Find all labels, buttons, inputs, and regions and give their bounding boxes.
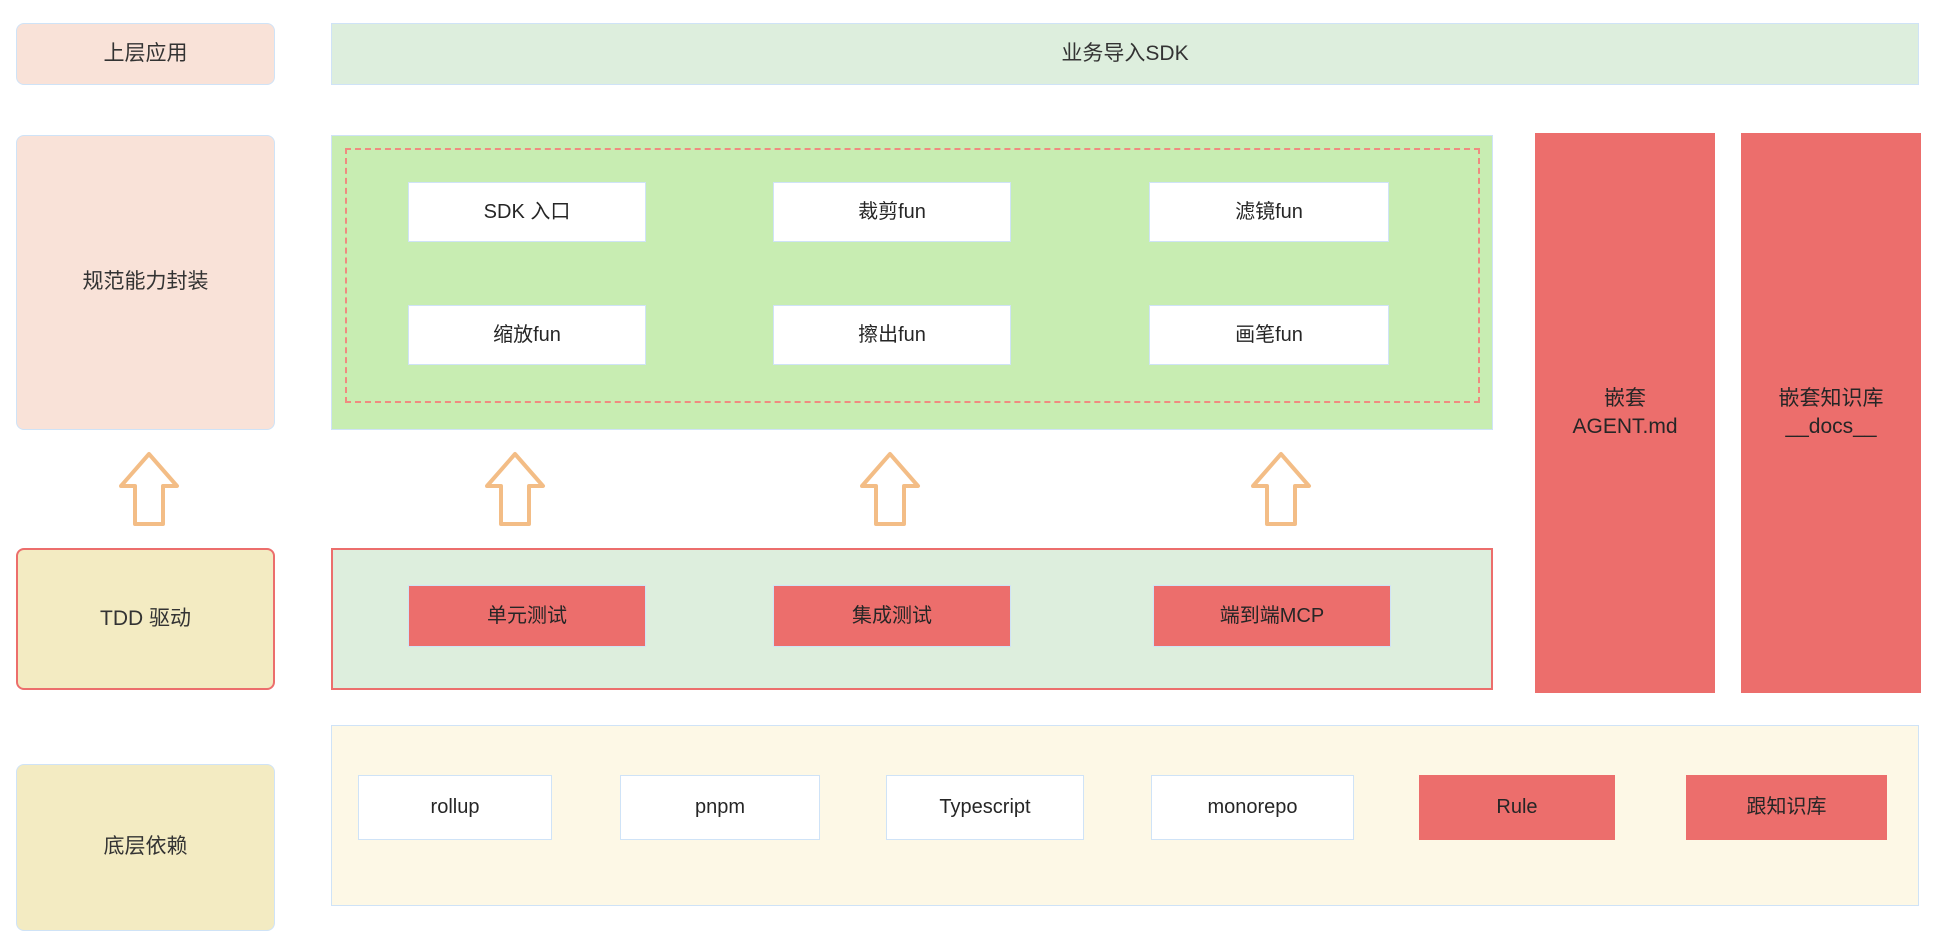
- test-box-unit-test[interactable]: 单元测试: [408, 585, 646, 647]
- dependency-box-pnpm-label: pnpm: [694, 796, 746, 818]
- function-box-filter[interactable]: 滤镜fun: [1149, 182, 1389, 242]
- layer-label-tdd-text: TDD 驱动: [100, 606, 191, 630]
- layer-label-tdd: TDD 驱动: [16, 548, 275, 690]
- function-box-erase-label: 擦出fun: [858, 323, 926, 346]
- layer-label-capability-text: 规范能力封装: [82, 270, 209, 294]
- side-panel-nested-agent-md-label: 嵌套 AGENT.md: [1572, 386, 1678, 438]
- layer-label-upper-app: 上层应用: [16, 23, 275, 85]
- dependency-box-typescript-label: Typescript: [939, 796, 1031, 818]
- test-box-integration-test[interactable]: 集成测试: [773, 585, 1011, 647]
- dependency-panel: [331, 725, 1919, 906]
- dependency-box-monorepo[interactable]: monorepo: [1151, 775, 1354, 840]
- top-banner-business-sdk: 业务导入SDK: [331, 23, 1919, 85]
- arrow-up-icon-layer-link: [118, 451, 180, 527]
- test-box-integration-test-label: 集成测试: [852, 604, 932, 627]
- dependency-box-rollup[interactable]: rollup: [358, 775, 552, 840]
- side-panel-nested-docs: 嵌套知识库 __docs__: [1741, 133, 1921, 693]
- test-box-e2e-mcp-label: 端到端MCP: [1219, 604, 1325, 627]
- function-box-sdk-entry-label: SDK 入口: [483, 200, 571, 223]
- arrow-up-icon-test-to-crop: [859, 451, 921, 527]
- side-panel-nested-agent-md: 嵌套 AGENT.md: [1535, 133, 1715, 693]
- dependency-box-knowledge-base[interactable]: 跟知识库: [1686, 775, 1887, 840]
- arrow-up-icon-test-to-sdk-entry: [484, 451, 546, 527]
- dependency-box-pnpm[interactable]: pnpm: [620, 775, 820, 840]
- function-box-crop[interactable]: 裁剪fun: [773, 182, 1011, 242]
- function-box-filter-label: 滤镜fun: [1235, 200, 1303, 223]
- top-banner-label: 业务导入SDK: [1061, 41, 1189, 65]
- function-box-sdk-entry[interactable]: SDK 入口: [408, 182, 646, 242]
- layer-label-base-dependency: 底层依赖: [16, 764, 275, 931]
- dependency-box-knowledge-base-label: 跟知识库: [1746, 796, 1827, 818]
- function-box-crop-label: 裁剪fun: [858, 200, 926, 223]
- side-panel-nested-docs-label: 嵌套知识库 __docs__: [1778, 386, 1884, 438]
- function-box-erase[interactable]: 擦出fun: [773, 305, 1011, 365]
- function-box-brush-label: 画笔fun: [1235, 323, 1303, 346]
- layer-label-upper-app-text: 上层应用: [103, 41, 188, 65]
- layer-label-base-dependency-text: 底层依赖: [103, 835, 188, 859]
- dependency-box-rollup-label: rollup: [430, 796, 480, 818]
- layer-label-capability: 规范能力封装: [16, 135, 275, 430]
- function-box-scale[interactable]: 缩放fun: [408, 305, 646, 365]
- dependency-box-rule[interactable]: Rule: [1419, 775, 1615, 840]
- test-box-unit-test-label: 单元测试: [487, 604, 567, 627]
- arrow-up-icon-test-to-filter: [1250, 451, 1312, 527]
- capability-panel: [331, 135, 1493, 430]
- function-box-brush[interactable]: 画笔fun: [1149, 305, 1389, 365]
- test-box-e2e-mcp[interactable]: 端到端MCP: [1153, 585, 1391, 647]
- dependency-box-monorepo-label: monorepo: [1207, 796, 1298, 818]
- dependency-box-typescript[interactable]: Typescript: [886, 775, 1084, 840]
- function-box-scale-label: 缩放fun: [493, 323, 561, 346]
- dependency-box-rule-label: Rule: [1496, 796, 1538, 818]
